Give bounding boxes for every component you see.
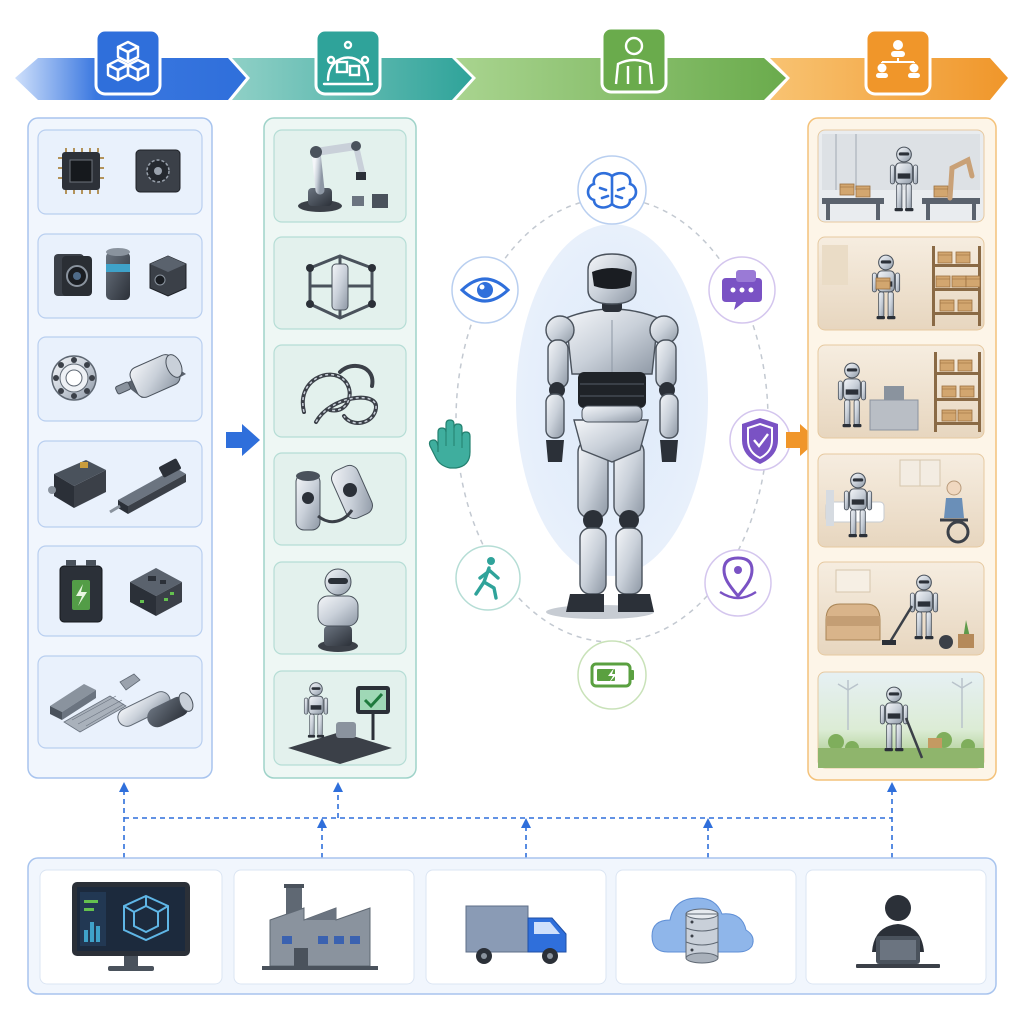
flow-arrow-humanoid-to-applications [786,424,818,456]
brain-icon [586,171,638,209]
outdoor-field-scene [817,671,985,769]
depth-sensor-icon [149,255,187,297]
cloud-database-icon [651,897,754,964]
cubes-icon [94,28,162,96]
components-column [27,117,213,779]
servo-motor-icon [115,354,186,398]
eye-icon [459,277,511,303]
capability-security [729,409,791,471]
humanoid-bust-icon [600,26,668,94]
robot-arm-assembly-icon [314,28,382,96]
ball-bearing-icon [51,355,97,401]
factory-workstation-scene [817,129,985,223]
chat-bubble-icon [722,270,762,310]
linear-actuator-icon [109,458,186,514]
capability-communication [708,256,776,324]
control-board-icon [130,568,182,616]
motor-driver-icon [48,460,106,508]
warehouse-shelving-scene [817,236,985,331]
joint-actuators-icon [295,464,373,531]
hand-icon [428,419,471,469]
infrastructure-panel [27,857,997,995]
capability-brain [577,155,647,225]
factory-icon [262,884,378,970]
raw-materials-icon [50,673,194,733]
modules-column [263,117,417,779]
battery-icon [590,662,634,688]
support-connectors [123,790,893,858]
shield-icon [742,418,778,464]
capability-manipulation [428,419,471,469]
testing-station-icon [288,682,392,764]
location-pin-icon [719,556,757,600]
retail-counter-scene [817,344,985,439]
organization-chart-icon [864,28,932,96]
capability-power [577,640,647,710]
stage-banner [15,26,1008,100]
support-arrowheads [119,782,897,828]
lidar-cylinder-icon [106,248,130,300]
robot-head-module-icon [317,568,359,652]
design-software-monitor-icon [72,882,190,971]
capability-vision [451,256,519,324]
flow-arrow-components-to-modules [226,424,260,456]
capability-navigation [704,549,772,617]
operator-laptop-icon [856,895,940,968]
cpu-chip-icon [58,148,104,194]
camera-module-icon [54,254,92,296]
elderly-care-scene [817,453,985,548]
walking-person-icon [474,557,500,600]
applications-column [807,117,997,781]
robotic-arm-icon [298,141,388,212]
humanoid-robot [545,253,679,619]
capability-locomotion [455,545,521,611]
home-cleaning-scene [817,561,985,656]
torso-frame-icon [306,254,376,320]
battery-pack-icon [59,560,103,623]
delivery-truck-icon [465,905,567,964]
sensor-chip-icon [135,149,181,193]
humanoid-center [428,155,791,710]
cable-harness-icon [300,363,378,425]
